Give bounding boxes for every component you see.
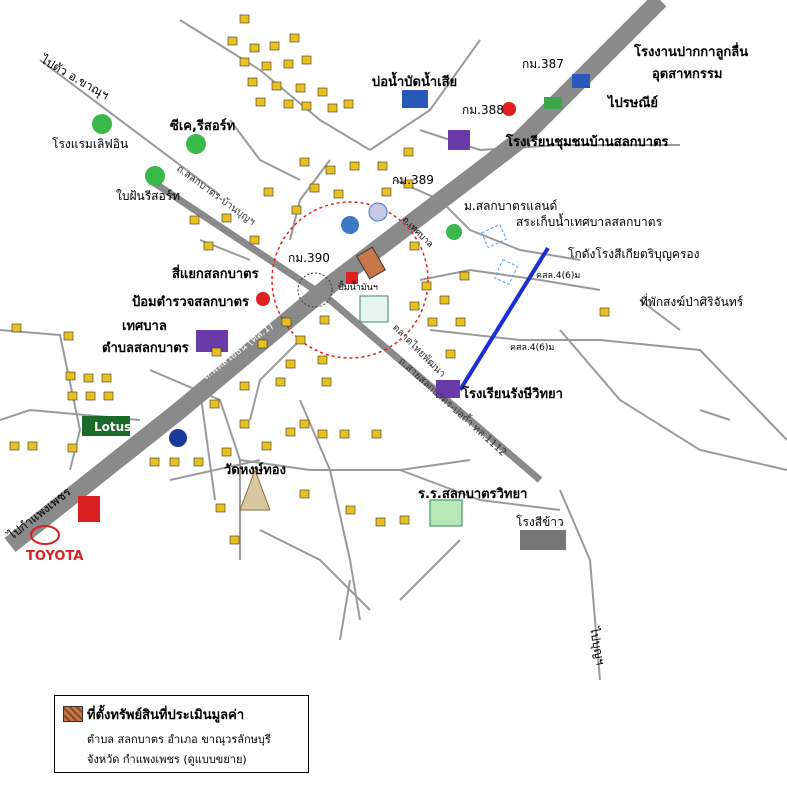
ptt-icon [169,429,187,447]
factory-icon [572,74,590,88]
label-water-reservoir: สระเก็บน้ำเทศบาลสลกบาตร [516,213,663,229]
label-road-slb-1: ถ.สลกบาตร-บ้านบุญฯ [174,163,257,228]
temple-icon [239,468,271,511]
houses [9,14,610,545]
label-kmpp-factory: โรงงานปากกาลูกลื่น [633,42,748,60]
secondary-roads [0,19,787,681]
bank-icon [341,216,359,234]
legend-swatch [63,706,83,722]
label-municipality-1: เทศบาล [122,319,167,334]
legend-title: ที่ตั้งทรัพย์สินที่ประเมินมูลค่า [87,708,245,723]
label-wat: วัดหงษ์ทอง [224,462,286,478]
tree-icon [186,134,206,154]
label-industry: อุตสาหกรรม [652,67,722,82]
junction-circle [297,272,333,308]
police-icon [256,292,270,306]
label-road-slb-2: ถ.สายสลกบาตร-บ่อถ้ำ ทล.1112 [396,354,510,459]
label-km387: กม.387 [522,57,564,71]
isuzu-logo [78,496,100,522]
label-road-local2: คสล.4(6)ม [536,271,580,281]
water-plant-icon [402,90,428,108]
label-ck-resort: ซีเค,รีสอร์ท [170,118,235,134]
rice-mill-icon [520,530,566,550]
label-lifeon-hotel: โรงแรมเลิฟอิน [52,137,128,151]
label-lotus: Lotus [94,420,131,434]
label-fish-pond: บ่อน้ำบัดน้ำเสีย [372,71,457,90]
legend-line2: จังหวัด กำแพงเพชร (ดูแบบขยาย) [87,753,247,766]
tree-icon [145,166,165,186]
subject-property [356,246,386,280]
label-junction: สี่แยกสลกบาตร [172,264,259,282]
municipality-building-icon [196,330,228,352]
label-school-community: โรงเรียนชุมชนบ้านสลกบาตร [505,133,669,150]
legend-line1: ตำบล สลกบาตร อำเภอ ขาณุวรลักษบุรี [87,733,271,746]
label-mill: โรงสีข้าว [516,515,564,529]
bank-icon-2 [368,202,388,222]
reservoir-1 [480,223,508,249]
label-to-khanu: ไปตัว อ.ขาณุฯ [37,52,111,103]
label-municipality-2: ตำบลสลกบาตร [102,340,189,356]
label-km390: กม.390 [288,251,330,265]
sorsor-school-icon [429,499,463,527]
label-to-boon: ไปบุญฯ [586,625,608,666]
label-gas-station: ปั้มน้ำมันฯ [338,280,378,293]
legend-box: ที่ตั้งทรัพย์สินที่ประเมินมูลค่า ตำบล สล… [54,695,309,773]
road-1112 [148,177,543,483]
label-baifern-resort: ใบฝ้นรีสอร์ท [116,189,180,203]
highway-1 [4,0,667,553]
radius-circle [271,201,429,359]
gas-station-icon [346,272,358,284]
lotus-logo [82,416,130,436]
tree-icon [446,224,462,240]
blue-road [458,246,550,392]
reservoir-2 [493,258,519,286]
toyota-logo [30,525,60,545]
label-road-local3: คสล.4(6)ม [510,343,554,353]
label-rice-mill: โกดังโรงสีเกียตริบุญครอง [568,247,699,262]
rangsit-school-icon [436,380,460,398]
label-km389: กม.389 [392,173,434,187]
label-toyota: TOYOTA [26,549,83,564]
label-rangsit-school: โรงเรียนรังษีวิทยา [461,385,563,402]
label-km388: กม.388 [462,103,504,117]
label-village: ม.สลกบาตรแลนด์ [464,199,557,213]
post-office-icon [544,97,562,109]
label-police: ป้อมตำรวจสลกบาตร [132,294,249,310]
school-community-icon [448,130,470,150]
label-post-office: ไปรษณีย์ [606,94,658,111]
label-sorsor-school: ร.ร.สลกบาตรวิทยา [418,487,527,502]
label-monk-residence: ที่พักสงฆ์ป่าศิริจันทร์ [640,293,744,309]
stop-icon [502,102,516,116]
tree-icon [92,114,112,134]
market-icon [359,295,389,323]
